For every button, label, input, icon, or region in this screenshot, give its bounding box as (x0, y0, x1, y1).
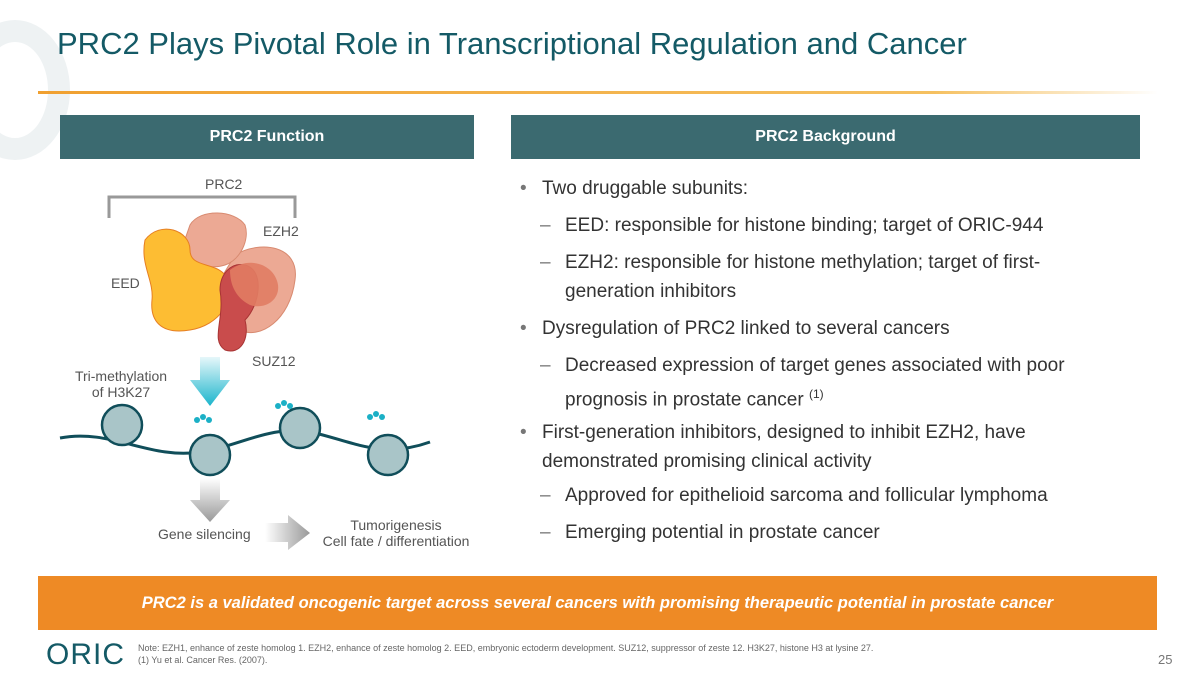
bullet-marker: – (540, 215, 551, 236)
bullet-text-cont: demonstrated promising clinical activity (542, 451, 872, 472)
bullet-marker: – (540, 485, 551, 506)
bullet-1: • Two druggable subunits: (520, 174, 748, 203)
bullet-marker: • (520, 422, 527, 443)
footnote-reference: (1) Yu et al. Cancer Res. (2007). (138, 655, 268, 665)
bullet-4: • Dysregulation of PRC2 linked to several… (520, 314, 950, 343)
bullet-text: Decreased expression of target genes ass… (565, 355, 1065, 376)
bullet-marker: – (540, 522, 551, 543)
bullet-text: Emerging potential in prostate cancer (565, 522, 880, 543)
nucleosomes (100, 403, 410, 477)
bullet-8: –Emerging potential in prostate cancer (540, 518, 880, 547)
prc2-background-header: PRC2 Background (511, 115, 1140, 159)
ezh2-label: EZH2 (263, 223, 299, 239)
prc2-function-header: PRC2 Function (60, 115, 474, 159)
bullet-6: • First-generation inhibitors, designed t… (520, 418, 1026, 476)
bullet-7: –Approved for epithelioid sarcoma and fo… (540, 481, 1048, 510)
prc2-diagram (59, 195, 431, 550)
slide-title: PRC2 Plays Pivotal Role in Transcription… (57, 26, 967, 61)
trimethylation-line1: Tri-methylation (74, 368, 168, 384)
footnote-ref: (1) (808, 387, 824, 401)
cell-fate-text: Cell fate / differentiation (322, 533, 470, 549)
bullet-marker: • (520, 318, 527, 339)
page-number: 25 (1158, 652, 1173, 667)
bullet-marker: • (520, 178, 527, 199)
suz12-label: SUZ12 (252, 353, 296, 369)
bullet-text: Two druggable subunits: (542, 178, 748, 199)
prc2-bracket (107, 195, 297, 218)
methylation-arrow (190, 357, 230, 406)
title-divider (38, 91, 1158, 94)
bullet-text-cont: generation inhibitors (565, 281, 737, 302)
bullet-text: First-generation inhibitors, designed to… (542, 422, 1026, 443)
trimethylation-line2: of H3K27 (91, 384, 151, 400)
footnote-abbreviations: Note: EZH1, enhance of zeste homolog 1. … (138, 643, 874, 653)
bullet-text: EZH2: responsible for histone methylatio… (565, 252, 1041, 273)
prc2-label: PRC2 (205, 176, 243, 192)
oric-logo: ORIC (46, 638, 125, 671)
bullet-text: EED: responsible for histone binding; ta… (565, 215, 1044, 236)
bullet-text-cont: prognosis in prostate cancer (565, 389, 804, 411)
silencing-arrow (190, 478, 230, 522)
bullet-text: Approved for epithelioid sarcoma and fol… (565, 485, 1048, 506)
key-message-banner: PRC2 is a validated oncogenic target acr… (38, 576, 1157, 630)
bullet-marker: – (540, 252, 551, 273)
eed-label: EED (111, 275, 140, 291)
bullet-3: –EZH2: responsible for histone methylati… (540, 248, 1041, 306)
gene-silencing-label: Gene silencing (158, 526, 251, 542)
bullet-marker: – (540, 355, 551, 376)
bullet-5: –Decreased expression of target genes as… (540, 351, 1065, 414)
bullet-text: Dysregulation of PRC2 linked to several … (542, 318, 950, 339)
methyl-marks (194, 400, 385, 423)
outcome-arrow (265, 515, 310, 550)
bullet-2: –EED: responsible for histone binding; t… (540, 211, 1044, 240)
ezh2-overlap (230, 262, 279, 307)
tumorigenesis-text: Tumorigenesis (350, 517, 442, 533)
